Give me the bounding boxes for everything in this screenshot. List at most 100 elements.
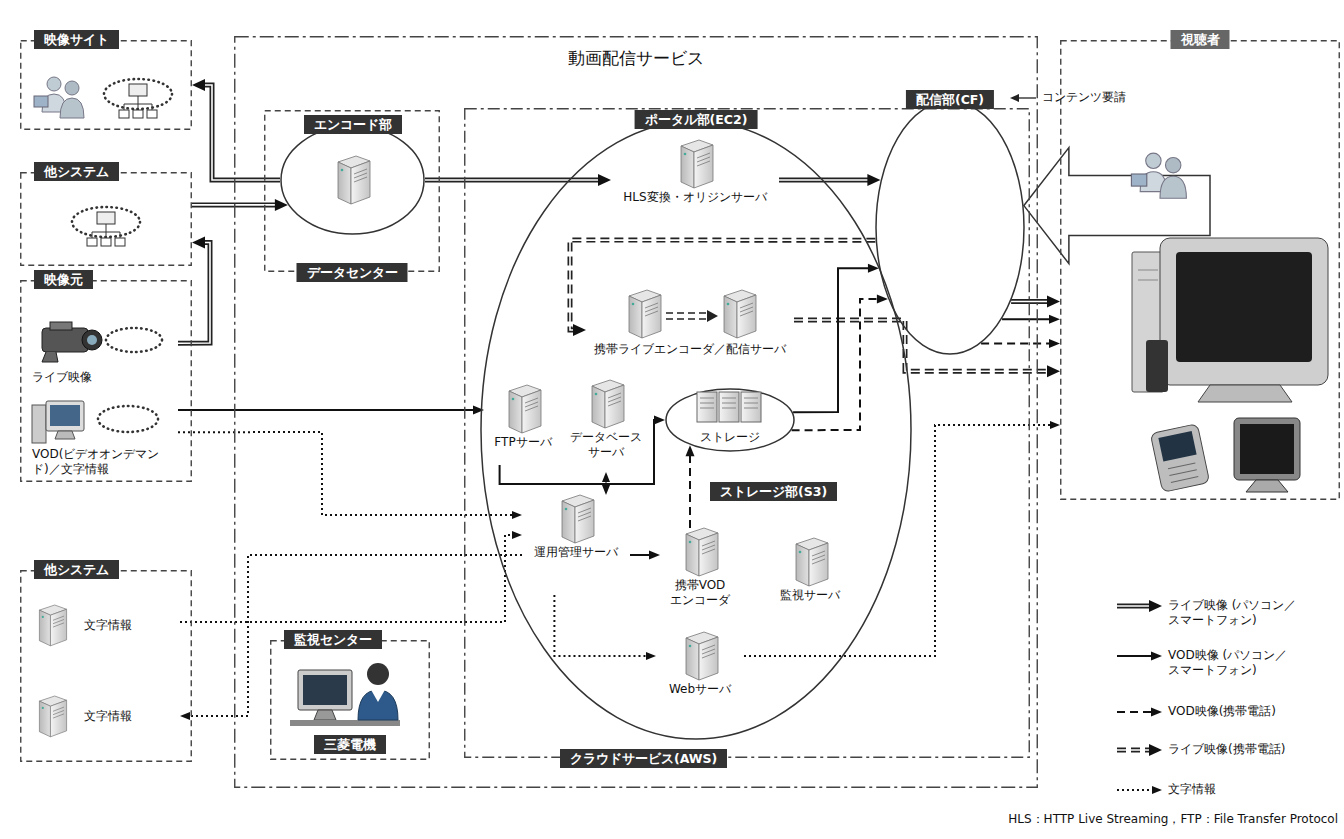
drawing-part: [1061, 41, 1340, 500]
drawing-part: [724, 290, 756, 338]
drawing-part: [1166, 158, 1181, 173]
connector-stroke: [189, 555, 523, 716]
drawing-part: [106, 328, 162, 352]
drawing-part: [129, 84, 147, 96]
drawing-part: [681, 140, 713, 188]
connector-stroke: [1117, 711, 1153, 713]
connector-stroke: [1117, 655, 1153, 657]
group-region: 映像サイト: [20, 40, 192, 130]
drawing-part: [796, 544, 809, 586]
node-label: 監視サーバ: [771, 588, 849, 603]
drawing-part: [87, 238, 97, 246]
drawing-part: [629, 290, 661, 338]
ellipse-group: ポータル部(EC2)HLS変換・オリジンサーバ携帯ライブエンコーダ／配信サーバF…: [480, 120, 912, 740]
header-tab: 映像元: [34, 270, 93, 289]
node-label: 携帯ライブエンコーダ／配信サーバ: [586, 342, 794, 357]
node-label: Webサーバ: [656, 682, 744, 697]
drawing-part: [481, 121, 911, 739]
drawing-part: [1246, 480, 1288, 492]
arrowhead: [473, 406, 484, 415]
group-region: 他システム文字情報文字情報: [20, 570, 192, 762]
drawing-part: [575, 500, 594, 543]
drawing-part: [72, 207, 140, 237]
drawing-part: [1131, 153, 1186, 198]
arrowhead: [646, 652, 656, 660]
server-icon: [682, 632, 718, 680]
video-camera-icon: [28, 318, 178, 368]
drawing-part: [629, 296, 642, 338]
group-region: 他システム: [20, 172, 192, 266]
connector-stroke: [1011, 301, 1049, 303]
drawing-part: [719, 392, 739, 422]
drawing-part: [370, 688, 386, 702]
drawing-part: [21, 173, 192, 266]
server-node: 運用管理サーバ: [522, 495, 630, 595]
drawing-part: [697, 392, 717, 422]
server-pair-icon: [590, 290, 790, 342]
node-label: 運用管理サーバ: [522, 545, 630, 560]
arrowhead: [1149, 744, 1162, 756]
connector-stroke: [425, 179, 600, 181]
connector: [686, 445, 695, 528]
header-tab: データセンター: [297, 263, 408, 282]
connector: [1002, 315, 1060, 324]
legend-text: ライブ映像 (パソコン／スマートフォン): [1168, 598, 1338, 628]
arrowhead: [867, 174, 880, 186]
drawing-part: [42, 616, 44, 618]
drawing-part: [686, 534, 699, 576]
drawing-part: [47, 77, 61, 91]
arrowhead: [512, 531, 522, 539]
drawing-part: [666, 313, 708, 319]
server-node: データベース サーバ: [566, 380, 646, 472]
drawing-part: [119, 110, 129, 118]
connector: [192, 199, 288, 211]
legend-sample: [1117, 786, 1162, 794]
connector: [630, 551, 660, 560]
drawing-part: [1240, 424, 1294, 474]
server-icon: [36, 696, 72, 744]
arrowhead: [649, 551, 660, 560]
header-tab: 三菱電機: [314, 735, 386, 754]
header-tab: 映像サイト: [34, 30, 119, 49]
drawing-part: [21, 571, 192, 762]
drawing-part: [271, 641, 430, 760]
connector-stroke: [1011, 299, 1049, 304]
connector: [180, 555, 522, 720]
connector-stroke: [792, 299, 879, 430]
drawing-part: [32, 405, 46, 443]
connector: [981, 339, 1060, 348]
server-node: 携帯VOD エンコーダ: [660, 528, 740, 628]
group-region: 動画配信サービスデータセンターエンコード部クラウドサービス(AWS)ポータル部(…: [234, 36, 1038, 788]
drawing-part: [876, 101, 1024, 354]
drawing-part: [465, 109, 1030, 758]
connector-stroke: [178, 243, 210, 344]
drawing-part: [39, 605, 66, 646]
drawing-part: [55, 431, 75, 439]
node-label: HLS変換・オリジンサーバ: [611, 190, 779, 205]
drawing-part: [354, 169, 367, 182]
drawing-part: [21, 41, 192, 130]
node-label: 携帯VOD エンコーダ: [660, 578, 740, 608]
header-tab: ポータル部(EC2): [635, 110, 758, 129]
connector-stroke: [689, 455, 691, 528]
drawing-part: [1168, 463, 1198, 483]
legend-text: VOD映像 (パソコン／スマートフォン): [1168, 648, 1338, 678]
legend-text: 文字情報: [1168, 782, 1338, 797]
drawing-part: [1146, 153, 1161, 168]
connector-stroke: [1117, 748, 1151, 753]
connector-stroke: [554, 595, 647, 656]
drawing-part: [699, 637, 718, 680]
header-tab: 視聴者: [1171, 30, 1230, 49]
drawing-part: [1158, 431, 1196, 462]
drawing-part: [39, 610, 50, 646]
drawing-part: [737, 295, 756, 338]
arrowhead: [1151, 708, 1162, 717]
server-node: VOD(ビデオオンデマンド)／文字情報: [28, 397, 178, 479]
connector: [192, 79, 280, 180]
arrowhead: [573, 324, 586, 336]
drawing-part: [702, 541, 715, 554]
drawing-part: [65, 81, 79, 95]
drawing-part: [87, 335, 97, 345]
